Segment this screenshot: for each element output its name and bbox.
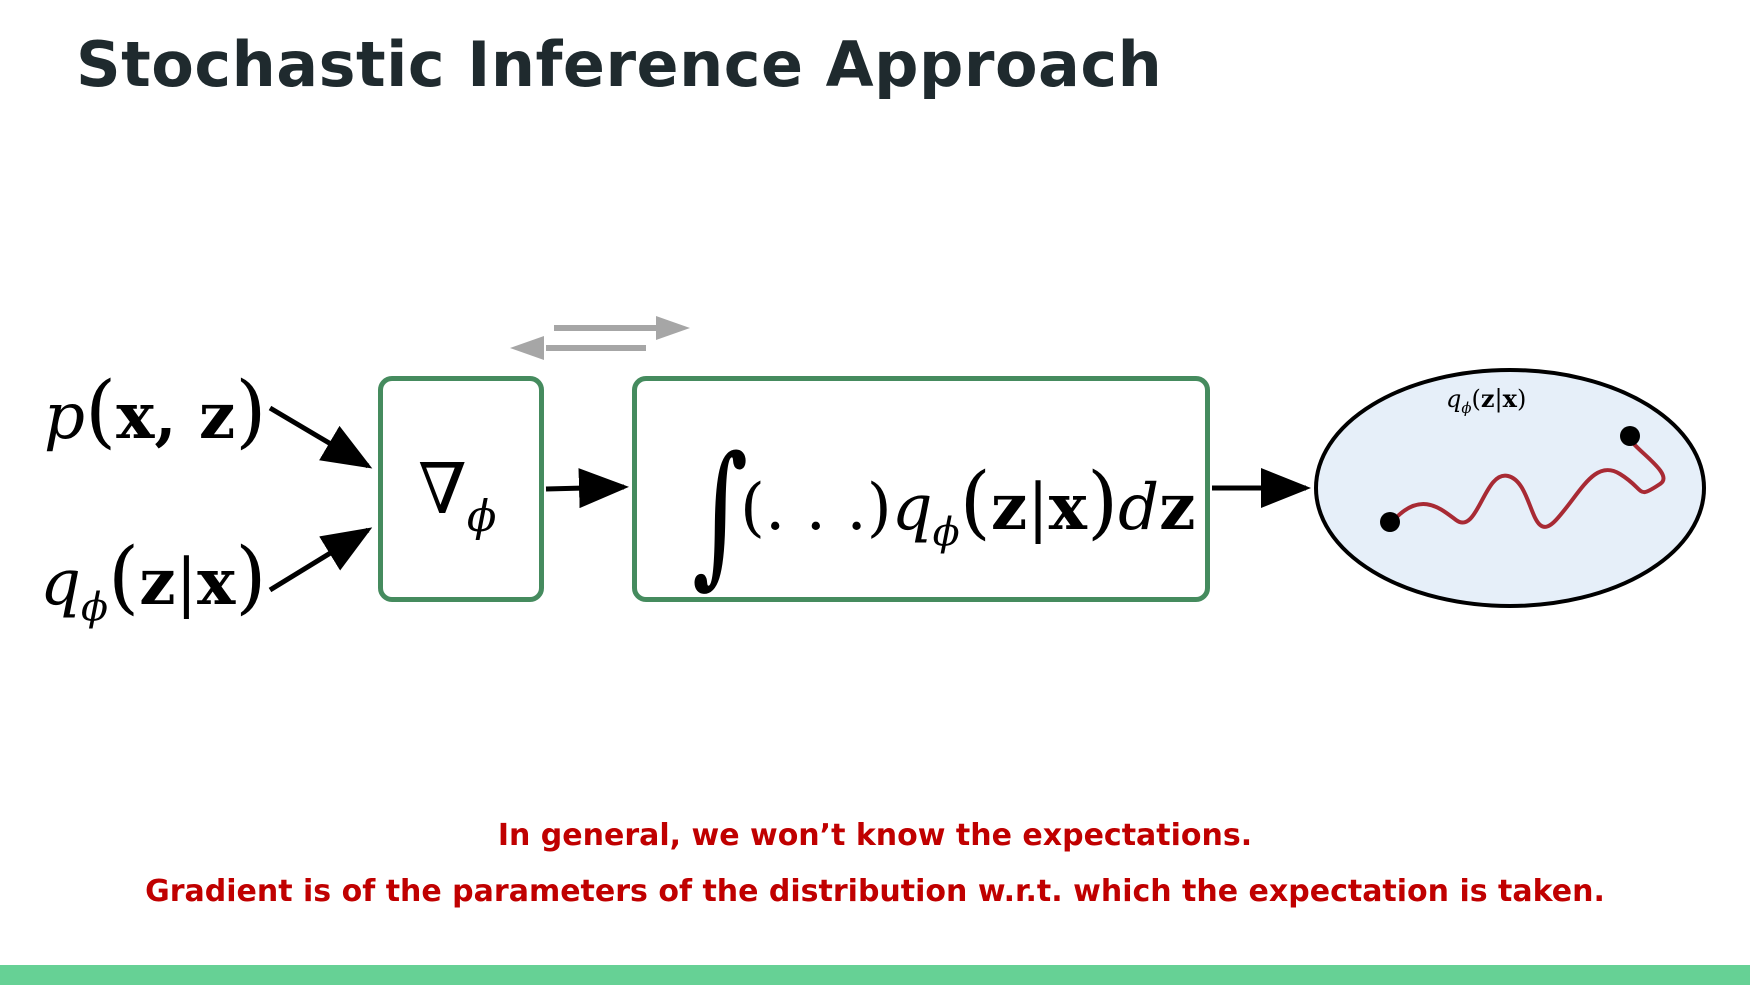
p-symbol: p: [44, 380, 85, 454]
q-subscript: ϕ: [80, 584, 109, 631]
q-symbol: q: [40, 546, 81, 620]
q-arg-x: x: [197, 545, 236, 620]
integrand-bar: |: [1027, 471, 1049, 545]
input-joint-p: p(x, z): [44, 364, 267, 457]
integrand-q: q: [891, 471, 933, 545]
dist-q-subscript: ϕ: [1461, 399, 1472, 418]
integrand-dots: (. . .): [740, 471, 892, 545]
distribution-label: qϕ(z|x): [1446, 384, 1527, 418]
gradient-box: [378, 376, 544, 602]
distribution-ellipse: [1314, 368, 1706, 608]
gradient-symbol: ∇ϕ: [418, 448, 496, 542]
arrow-p-to-gradient: [268, 405, 373, 469]
dist-arg-x: x: [1502, 384, 1517, 413]
integral-icon: ∫: [692, 424, 749, 603]
path-start-point: [1380, 512, 1400, 532]
nabla-subscript: ϕ: [466, 492, 497, 543]
integrand-q-subscript: ϕ: [932, 509, 960, 556]
caption-line-2: Gradient is of the parameters of the dis…: [145, 874, 1605, 909]
dist-q: q: [1446, 385, 1462, 413]
nabla-icon: ∇: [418, 448, 467, 530]
integrand-arg-z: z: [990, 470, 1028, 545]
arrow-q-to-gradient: [268, 527, 373, 593]
differential-d: d: [1118, 471, 1160, 545]
caption-line-1: In general, we won’t know the expectatio…: [497, 818, 1253, 853]
integrand-arg-x: x: [1048, 470, 1087, 545]
dist-bar: |: [1494, 385, 1503, 413]
q-bar: |: [175, 546, 198, 620]
sample-path: [1390, 437, 1666, 529]
integral-sign: ∫: [680, 412, 768, 603]
swap-arrows-icon: [510, 316, 690, 360]
integral-expression: (. . .)qϕ(z|x)dz: [740, 455, 1196, 556]
dist-arg-z: z: [1480, 384, 1495, 413]
footer-bar: [0, 965, 1750, 985]
input-variational-q: qϕ(z|x): [40, 530, 267, 631]
q-arg-z: z: [139, 545, 176, 620]
differential-z: z: [1159, 470, 1196, 545]
integral-box: [632, 376, 1210, 602]
arrow-gradient-to-integral: [545, 468, 629, 509]
path-end-point: [1620, 426, 1640, 446]
slide-title: Stochastic Inference Approach: [76, 28, 1163, 101]
p-args: x, z: [116, 379, 236, 454]
